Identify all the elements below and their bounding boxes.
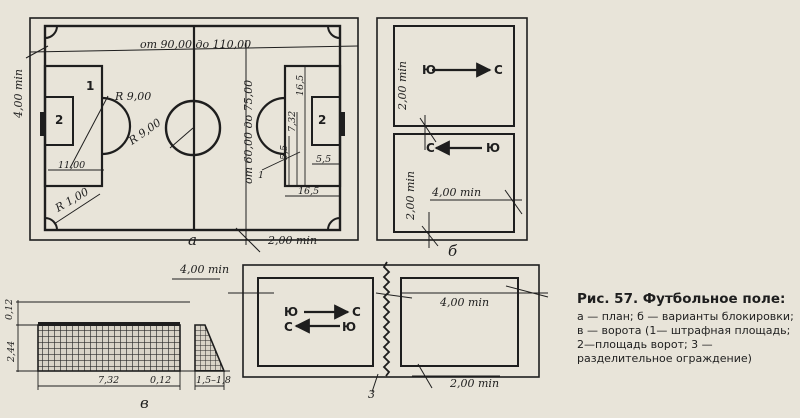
gap-left-label: 4,00 min bbox=[179, 263, 229, 276]
margin-left-label: 4,00 min bbox=[12, 69, 25, 119]
corner-arc bbox=[327, 25, 341, 39]
panel-b-label: б bbox=[448, 242, 458, 260]
goal-zone-label: 2 bbox=[55, 113, 63, 127]
dir-top-to: С bbox=[352, 305, 361, 319]
penalty-arc-right bbox=[255, 96, 286, 156]
goal-area-width-label: 5,5 bbox=[279, 145, 290, 160]
goal-zone-label-right: 2 bbox=[318, 113, 326, 127]
goal-crossbar bbox=[38, 322, 180, 326]
goal-left bbox=[40, 112, 45, 136]
panel-v-label: в bbox=[140, 394, 149, 412]
goal-side-net bbox=[194, 324, 226, 372]
length-dimension-line bbox=[29, 45, 359, 53]
penalty-zone-label: 1 bbox=[86, 79, 94, 93]
penalty-arc-left bbox=[101, 96, 132, 156]
dir-bottom-to: С bbox=[426, 141, 435, 155]
caption-title: Рис. 57. Футбольное поле: bbox=[577, 291, 786, 307]
dir-bottom-from: Ю bbox=[486, 141, 500, 155]
goal-height-label: 2,44 bbox=[6, 341, 17, 363]
gap-bottom-label: 2,00 min bbox=[449, 377, 499, 390]
caption-text: а — план; б — варианты блокировки; в — в… bbox=[577, 310, 794, 365]
penalty-radius-label: R 9,00 bbox=[114, 90, 151, 103]
dir-top-from: Ю bbox=[284, 305, 298, 319]
field-top bbox=[393, 25, 515, 127]
field-plan bbox=[25, 17, 359, 253]
center-circle bbox=[164, 99, 222, 157]
field-right bbox=[400, 277, 519, 367]
goal-width-label: 7,32 bbox=[98, 375, 119, 386]
penalty-area-width-label: 16,5 bbox=[295, 75, 306, 96]
center-radius-label: R 9,00 bbox=[125, 116, 163, 148]
corner-radius-label: R 1,00 bbox=[52, 185, 91, 215]
corner-arc bbox=[44, 25, 58, 39]
fence-label: 3 bbox=[368, 388, 375, 401]
field-left bbox=[257, 277, 374, 367]
dir-top-from: Ю bbox=[422, 63, 436, 77]
penalty-depth-label: 11,00 bbox=[58, 160, 85, 171]
field-length-label: от 90,00 до 110,00 bbox=[140, 38, 251, 51]
leader-1-label: 1 bbox=[258, 170, 264, 181]
goal-depth-label: 1,5–1,8 bbox=[196, 375, 231, 386]
gap-between-label: 4,00 min bbox=[431, 186, 481, 199]
goal-post-thickness-label: 0,12 bbox=[4, 299, 15, 320]
gap-top-label: 2,00 min bbox=[396, 61, 409, 111]
gap-middle-label: 4,00 min bbox=[439, 296, 489, 309]
penalty-radius-line bbox=[69, 95, 109, 169]
figure-caption: Рис. 57. Футбольное поле: а — план; б — … bbox=[577, 292, 795, 366]
outer-boundary bbox=[242, 264, 540, 378]
separating-fence bbox=[382, 261, 391, 377]
corner-radius-line bbox=[53, 193, 101, 225]
goal-right bbox=[340, 112, 345, 136]
blocking-horizontal bbox=[172, 261, 549, 393]
field-bottom bbox=[393, 133, 515, 233]
dir-bottom-from: Ю bbox=[342, 320, 356, 334]
field-width-label: от 60,00 до 75,00 bbox=[242, 80, 255, 184]
dir-top-to: С bbox=[494, 63, 503, 77]
goal-crossbar-label: 0,12 bbox=[150, 375, 171, 386]
margin-bottom-label: 2,00 min bbox=[267, 234, 317, 247]
gap-bottom-label: 2,00 min bbox=[404, 171, 417, 221]
panel-a-label: а bbox=[188, 231, 197, 249]
outer-boundary bbox=[29, 17, 359, 241]
outer-boundary bbox=[376, 17, 528, 241]
center-radius-line bbox=[169, 127, 194, 149]
goal-width-label: 7,32 bbox=[287, 111, 298, 132]
penalty-area-depth-label: 16,5 bbox=[298, 186, 319, 197]
goal-front-net bbox=[37, 324, 181, 372]
dir-bottom-to: С bbox=[284, 320, 293, 334]
goal-drawing bbox=[16, 300, 230, 390]
goal-area-depth-label: 5,5 bbox=[316, 154, 331, 165]
blocking-vertical bbox=[376, 17, 528, 248]
corner-arc bbox=[44, 217, 58, 231]
corner-arc bbox=[327, 217, 341, 231]
